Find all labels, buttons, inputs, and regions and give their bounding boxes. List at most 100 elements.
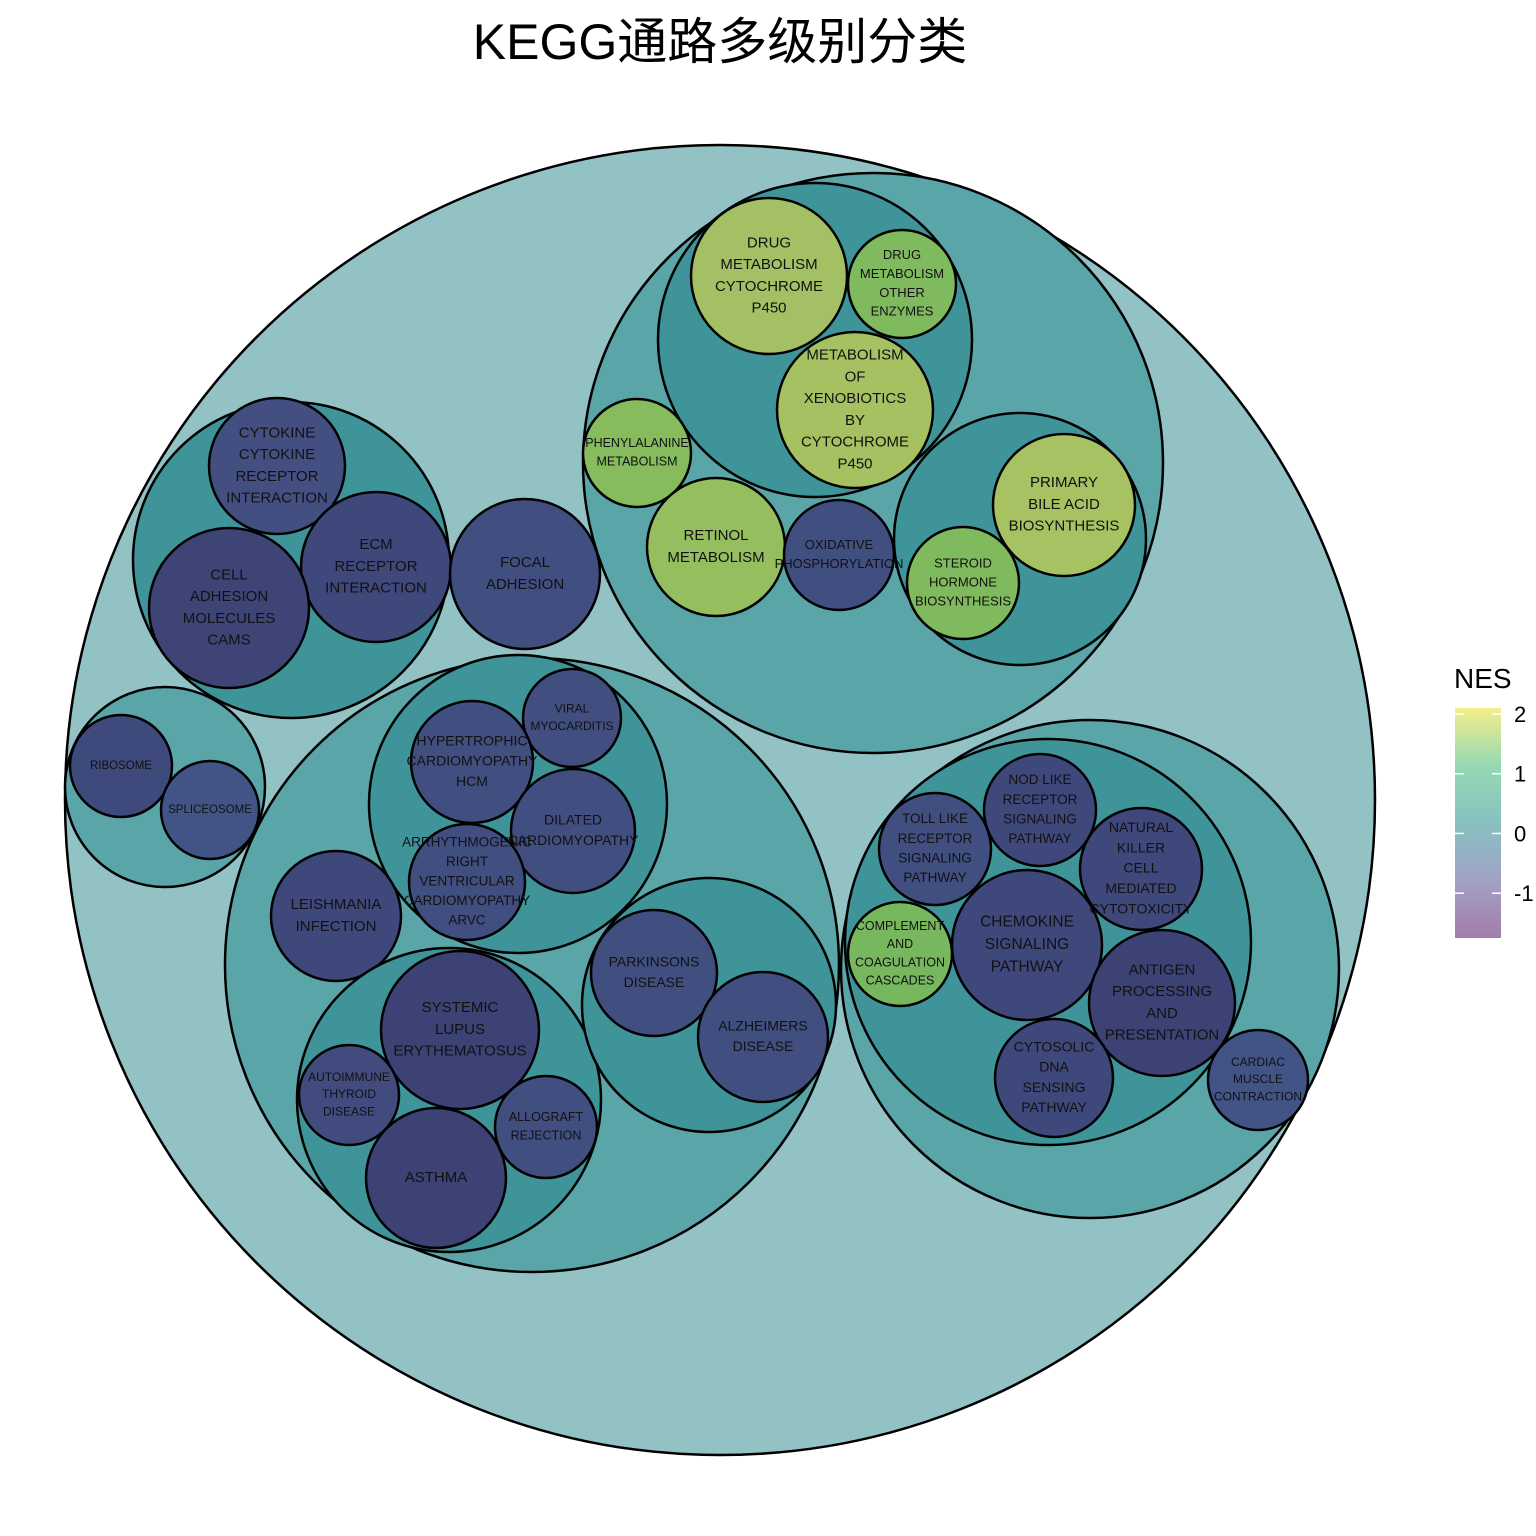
pathway-label: CARDIOMYOPATHY	[508, 832, 640, 848]
pathway-label: PROCESSING	[1112, 983, 1212, 1000]
pathway-label: ADHESION	[190, 588, 268, 605]
pathway-circle-xenobiotics	[775, 330, 935, 490]
legend-tick-label: 0	[1514, 821, 1526, 846]
pathway-label: THYROID	[322, 1087, 376, 1101]
legend-tick-label: 1	[1514, 762, 1526, 787]
pathway-label: NATURAL	[1109, 819, 1174, 835]
pathway-label: CASCADES	[866, 973, 935, 987]
pathway-label: OTHER	[879, 285, 925, 300]
pathway-circle-bile	[991, 432, 1137, 578]
pathway-label: SENSING	[1022, 1079, 1085, 1095]
pathway-label: INTERACTION	[226, 490, 328, 507]
pathway-label: ALZHEIMERS	[718, 1018, 807, 1034]
pathway-label: VENTRICULAR	[419, 874, 515, 889]
pathway-label: MUSCLE	[1233, 1072, 1283, 1086]
pathway-label: ECM	[359, 536, 392, 553]
pathway-circle-alzheimers	[696, 970, 830, 1104]
pathway-label: OF	[845, 368, 866, 385]
pathway-label: LUPUS	[435, 1021, 485, 1038]
pathway-label: DISEASE	[323, 1105, 375, 1119]
pathway-label: FOCAL	[500, 554, 550, 571]
nes-legend: NES 210-1	[1454, 663, 1534, 938]
pathway-circle-antigen	[1087, 928, 1237, 1078]
pathway-label: XENOBIOTICS	[804, 390, 907, 407]
pathway-label: PATHWAY	[903, 870, 966, 885]
pathway-label: VIRAL	[555, 701, 590, 715]
pathway-label: COMPLEMENT	[856, 919, 945, 933]
pathway-circle-nk	[1078, 806, 1204, 932]
pathway-label: HORMONE	[929, 574, 997, 589]
pathway-label: COAGULATION	[855, 955, 945, 969]
pathway-label: REJECTION	[511, 1128, 582, 1142]
pathway-label: METABOLISM	[667, 549, 764, 566]
pathway-circle-allograft	[493, 1074, 599, 1180]
pathway-label: HYPERTROPHIC	[417, 732, 528, 748]
pathway-label: DISEASE	[733, 1038, 794, 1054]
pathway-label: RECEPTOR	[1003, 792, 1078, 807]
pathway-label: STEROID	[934, 556, 992, 571]
pathway-label: CARDIOMYOPATHY	[404, 893, 530, 908]
pathway-circle-cytosolic	[993, 1017, 1115, 1139]
pathway-circle-spliceosome	[159, 759, 261, 861]
pathway-circle-asthma	[364, 1106, 508, 1250]
pathway-label: CARDIOMYOPATHY	[407, 753, 539, 769]
pathway-label: CYTOCHROME	[715, 278, 823, 295]
pathway-circle-arvc	[407, 822, 527, 942]
pathway-label: RETINOL	[683, 527, 748, 544]
pathway-label: DISEASE	[624, 974, 685, 990]
pathway-label: CONTRACTION	[1214, 1090, 1302, 1104]
pathway-label: ENZYMES	[871, 304, 934, 319]
pathway-label: AUTOIMMUNE	[308, 1070, 390, 1084]
pathway-label: ASTHMA	[405, 1169, 468, 1186]
pathway-circle-chemokine	[950, 868, 1104, 1022]
pathway-label: CAMS	[207, 632, 250, 649]
pathway-label: BIOSYNTHESIS	[915, 593, 1011, 608]
pathway-label: RECEPTOR	[235, 468, 318, 485]
pathway-label: DILATED	[544, 812, 602, 828]
pathway-circle-drug_other	[846, 228, 958, 340]
pathway-label: P450	[751, 300, 786, 317]
pathway-label: PHOSPHORYLATION	[775, 556, 904, 571]
pathway-label: AND	[887, 937, 913, 951]
pathway-circle-sle	[379, 949, 541, 1111]
pathway-label: MEDIATED	[1105, 880, 1176, 896]
pathway-label: NOD LIKE	[1008, 772, 1071, 787]
pathway-circle-focal	[448, 497, 602, 651]
pathway-circle-toll	[877, 791, 993, 907]
pathway-label: CELL	[1123, 860, 1158, 876]
pathway-label: ARVC	[448, 913, 486, 928]
pathway-label: PHENYLALANINE	[585, 436, 689, 450]
pathway-label: METABOLISM	[720, 256, 817, 273]
pathway-circle-steroid	[905, 525, 1021, 641]
pathway-label: CYTOTOXICITY	[1090, 900, 1194, 916]
pathway-label: PARKINSONS	[609, 954, 700, 970]
pathway-label: PRIMARY	[1030, 474, 1098, 491]
pathway-label: CARDIAC	[1231, 1055, 1285, 1069]
pathway-circle-retinol	[645, 476, 787, 618]
pathway-circle-viral	[521, 667, 623, 769]
pathway-label: ALLOGRAFT	[509, 1110, 584, 1124]
legend-colorbar	[1455, 708, 1501, 938]
pathway-label: CYTOKINE	[239, 424, 315, 441]
pathway-label: ANTIGEN	[1129, 961, 1196, 978]
pathway-label: P450	[837, 455, 872, 472]
pathway-label: SIGNALING	[1003, 811, 1077, 826]
pathway-label: PATHWAY	[1021, 1099, 1087, 1115]
legend-tick-label: -1	[1514, 881, 1534, 906]
pathway-circle-cardiac	[1206, 1028, 1310, 1132]
pathway-label: BILE ACID	[1028, 496, 1100, 513]
pathway-label: ERYTHEMATOSUS	[393, 1043, 526, 1060]
pathway-label: PRESENTATION	[1105, 1027, 1219, 1044]
pathway-circle-thyroid	[297, 1043, 401, 1147]
pathway-label: MYOCARDITIS	[530, 719, 613, 733]
pathway-label: METABOLISM	[860, 266, 944, 281]
pathway-label: CELL	[210, 566, 248, 583]
pathway-circle-drug_p450	[689, 196, 849, 356]
pathway-label: SIGNALING	[985, 936, 1069, 953]
pathway-label: DNA	[1039, 1059, 1069, 1075]
pathway-label: SYSTEMIC	[422, 999, 499, 1016]
pathway-circle-phenylalanine	[581, 397, 693, 509]
pathway-label: SIGNALING	[898, 850, 972, 865]
pathway-circle-ribosome	[68, 713, 174, 819]
